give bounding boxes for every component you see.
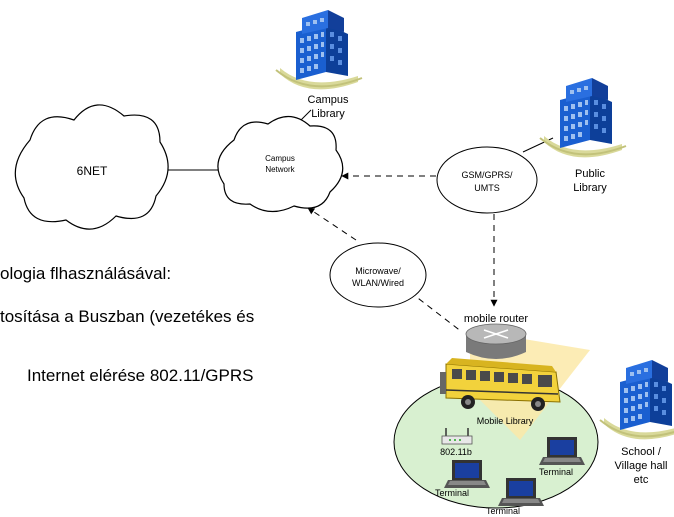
building-icon	[539, 77, 627, 159]
school-label-2: Village hall	[614, 460, 667, 472]
node-campus-network-label-2: Network	[265, 165, 295, 174]
building-icon	[599, 359, 674, 441]
node-gsm-ellipse	[436, 146, 538, 214]
wifi-access-point-icon	[441, 428, 473, 445]
public-library-label-2: Library	[573, 182, 607, 194]
cloud-icon	[14, 104, 169, 230]
mobile-library-label: Mobile Library	[477, 416, 534, 426]
body-text-line-2: tosítása a Buszban (vezetékes és	[0, 307, 255, 326]
public-library-label-1: Public	[575, 168, 605, 180]
cloud-icon	[217, 115, 344, 213]
arrow-microwave-to-campus	[307, 207, 357, 241]
bus-icon	[440, 358, 561, 411]
node-microwave-label-1: Microwave/	[355, 266, 401, 276]
node-campus-network-label-1: Campus	[265, 154, 295, 163]
node-6net-label: 6NET	[77, 164, 108, 178]
school-label-1: School /	[621, 446, 662, 458]
terminal-label-3: Terminal	[539, 467, 573, 477]
body-text-line-3: Internet elérése 802.11/GPRS	[27, 366, 254, 385]
node-microwave-label-2: WLAN/Wired	[352, 278, 404, 288]
body-text-line-1: ologia flhasználásával:	[0, 264, 172, 283]
wifi-ap-label: 802.11b	[440, 447, 472, 457]
node-gsm-label-2: UMTS	[474, 183, 500, 193]
node-gsm-label-1: GSM/GPRS/	[461, 170, 513, 180]
school-label-3: etc	[634, 474, 649, 486]
terminal-label-1: Terminal	[435, 488, 469, 498]
terminal-label-2: Terminal	[486, 506, 520, 516]
campus-library-label-2: Library	[311, 108, 345, 120]
node-microwave-ellipse	[329, 242, 427, 308]
campus-library-label-1: Campus	[308, 94, 349, 106]
building-icon	[275, 9, 363, 91]
mobile-router-label: mobile router	[464, 313, 529, 325]
link-router-microwave	[409, 291, 463, 333]
router-icon	[465, 323, 527, 359]
